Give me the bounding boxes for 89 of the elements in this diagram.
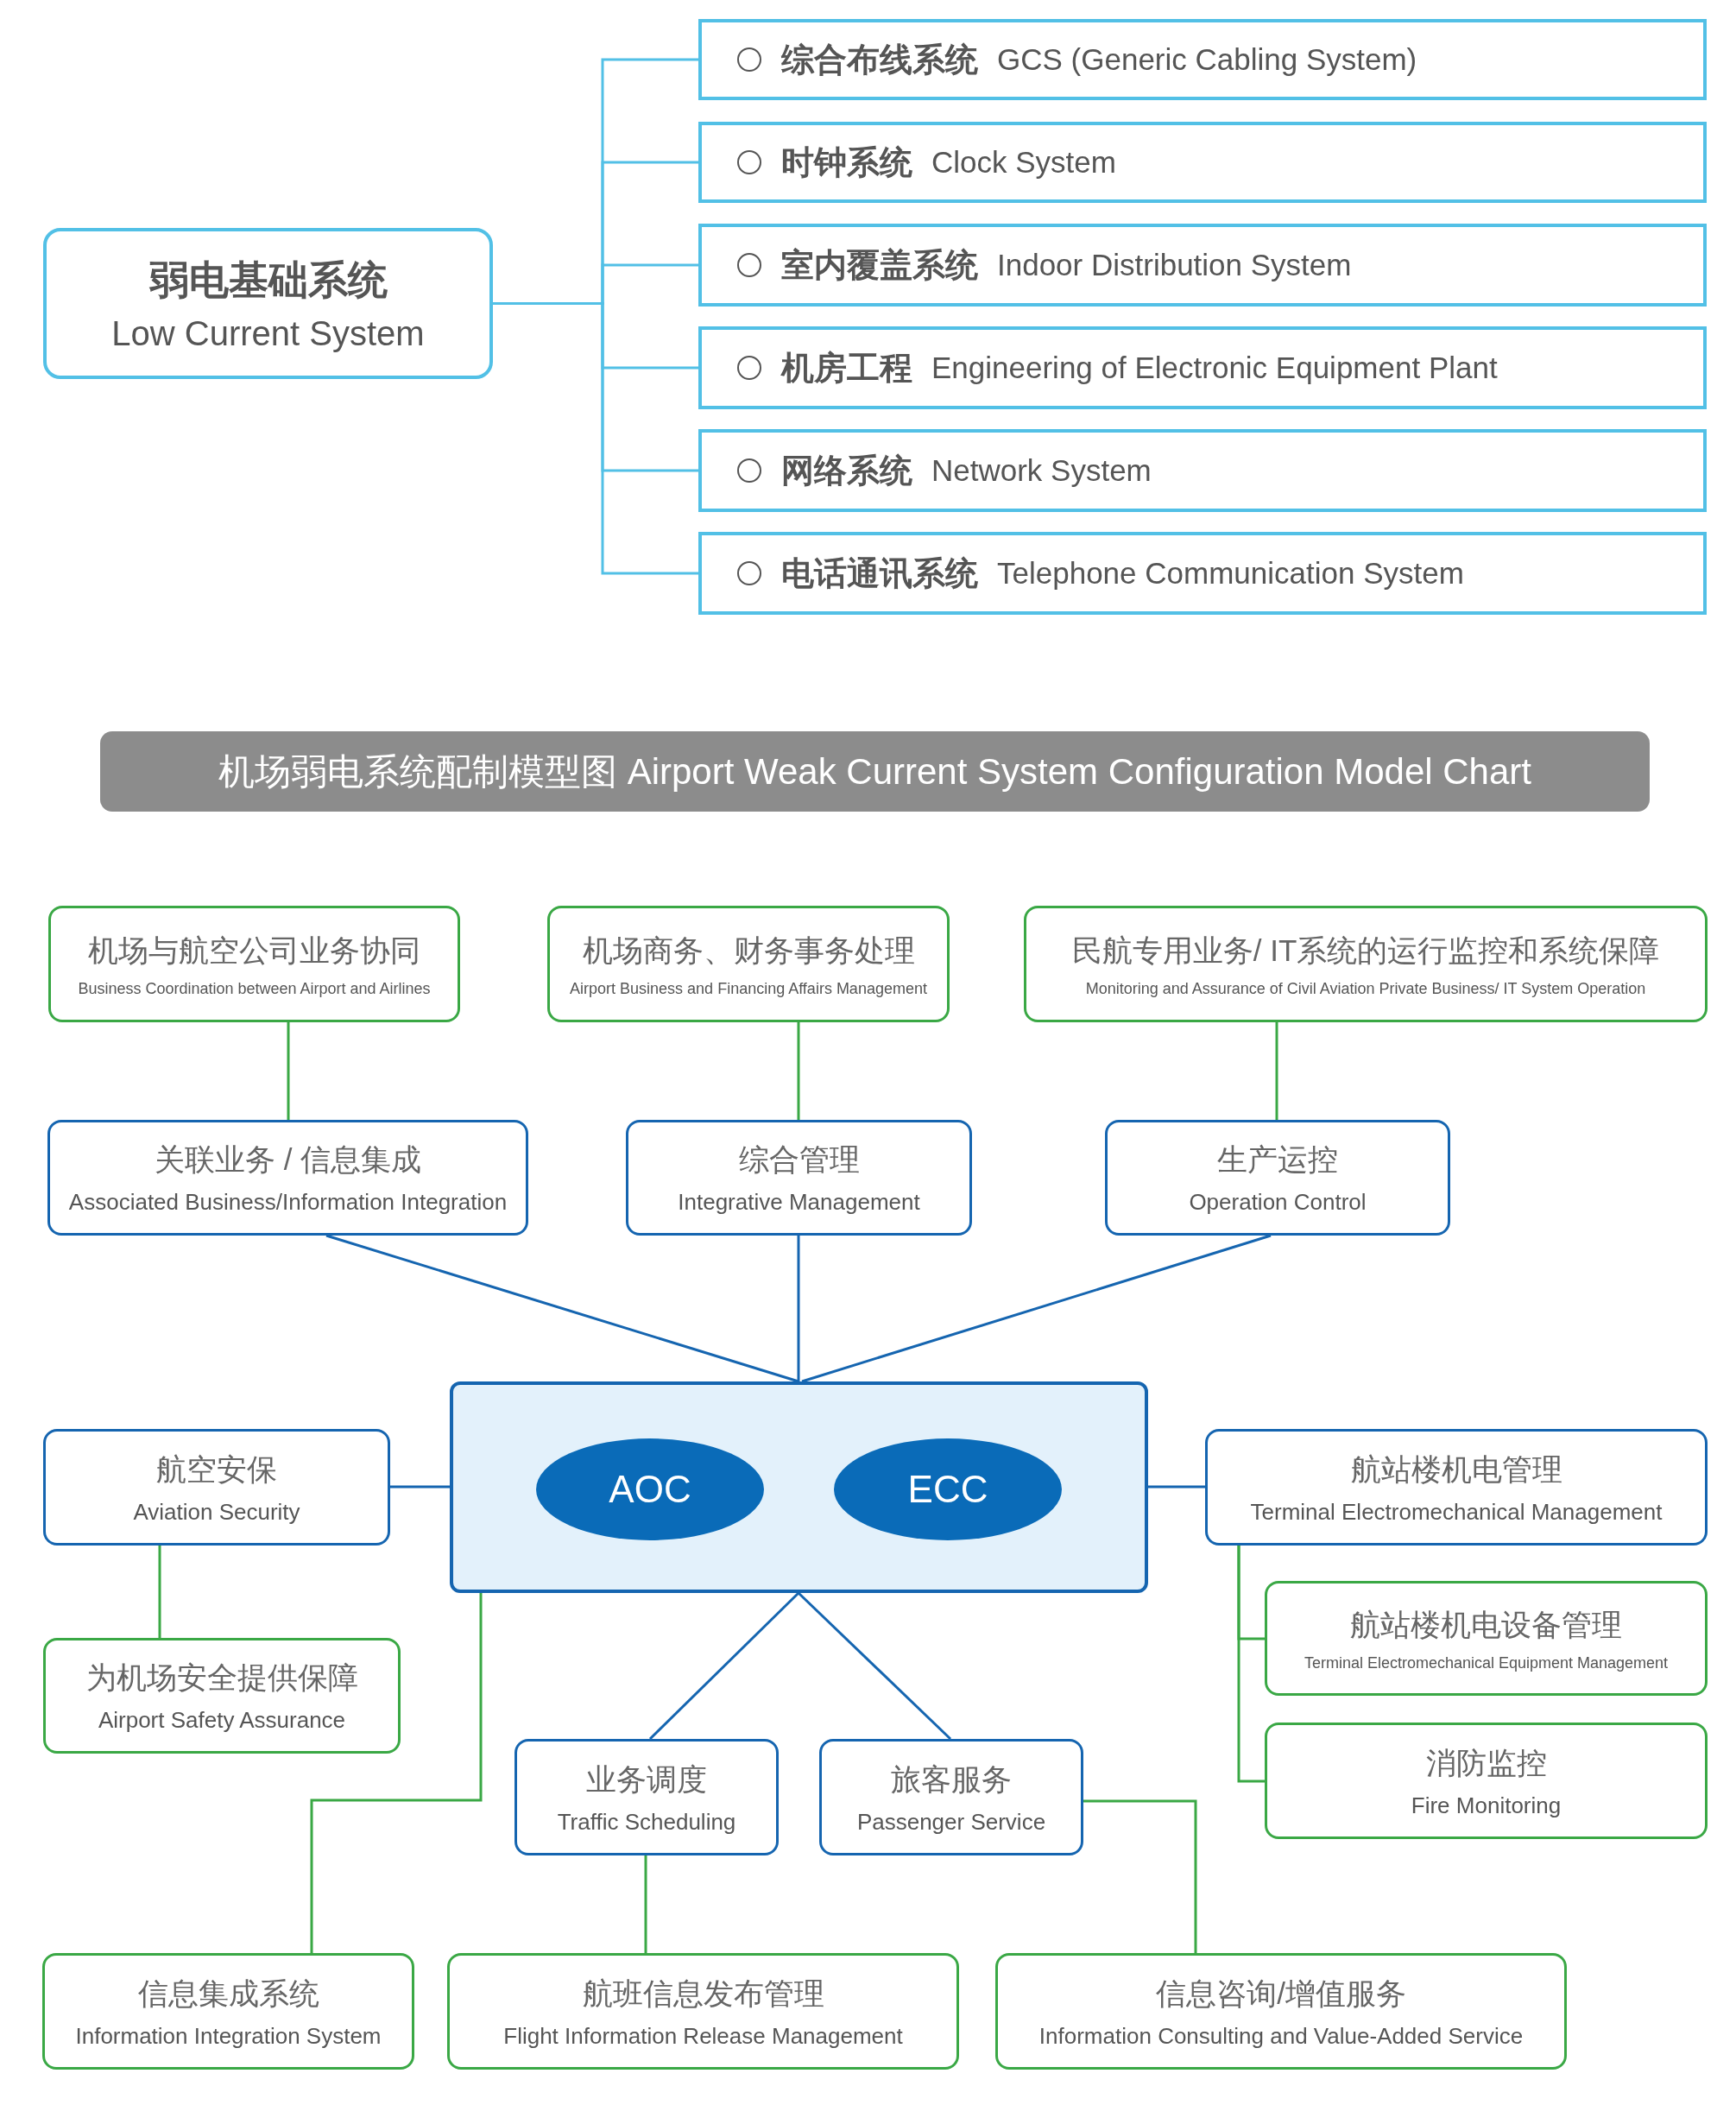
node-subtitle: Telephone Communication System xyxy=(997,556,1464,591)
connector-line xyxy=(1275,1022,1278,1120)
node-subtitle: Engineering of Electronic Equipment Plant xyxy=(931,351,1498,385)
oval-label: ECC xyxy=(907,1468,988,1511)
subsystem-box xyxy=(698,122,1707,203)
connector-line xyxy=(1237,1546,1265,1783)
node-subtitle: Aviation Security xyxy=(133,1498,300,1526)
node-title: 机场商务、财务事务处理 xyxy=(582,932,915,969)
subsystem-box xyxy=(698,19,1707,100)
function-box xyxy=(447,1953,959,2070)
node-subtitle: Clock System xyxy=(931,145,1116,180)
node-title: 生产运控 xyxy=(1217,1141,1338,1178)
node-title: 综合布线系统 xyxy=(781,40,978,79)
node-title: 室内覆盖系统 xyxy=(781,245,978,285)
connector-line xyxy=(797,1022,800,1120)
node-title: 关联业务 / 信息集成 xyxy=(154,1141,422,1178)
system-box xyxy=(43,228,493,379)
center-panel xyxy=(450,1381,1148,1593)
connector-line xyxy=(797,1236,800,1381)
connector-line xyxy=(644,1855,647,1953)
node-title: 电话通讯系统 xyxy=(781,553,978,593)
node-title: 航站楼机电管理 xyxy=(1350,1451,1562,1488)
node-title: 信息集成系统 xyxy=(137,1975,319,2012)
function-box xyxy=(1024,906,1708,1022)
connector-line xyxy=(1148,1485,1205,1489)
node-subtitle: Low Current System xyxy=(111,314,425,353)
node-title: 时钟系统 xyxy=(781,142,912,182)
node-subtitle: Information Consulting and Value-Added Service xyxy=(1038,2022,1524,2050)
function-box xyxy=(43,1638,401,1754)
module-box xyxy=(819,1739,1083,1855)
node-title: 弱电基础系统 xyxy=(148,256,388,304)
node-subtitle: Traffic Scheduling xyxy=(557,1808,736,1836)
node-subtitle: Network System xyxy=(931,453,1152,488)
node-subtitle: Monitoring and Assurance of Civil Aviation Private Business/ IT System Operation xyxy=(1085,979,1646,998)
node-title: 消防监控 xyxy=(1425,1744,1547,1781)
connector-line xyxy=(325,1234,799,1383)
node-subtitle: Information Integration System xyxy=(75,2022,382,2050)
node-subtitle: Fire Monitoring xyxy=(1411,1792,1562,1819)
node-subtitle: Terminal Electromechanical Management xyxy=(1250,1498,1663,1526)
module-box xyxy=(514,1739,779,1855)
connector-line xyxy=(1083,1799,1197,1953)
node-subtitle: Business Coordination between Airport and Airlines xyxy=(78,979,431,998)
connector-line xyxy=(310,1593,483,1953)
connector-line xyxy=(648,1591,800,1741)
node-subtitle: Airport Business and Financing Affairs Management xyxy=(570,979,927,998)
node-title: 机场与航空公司业务协同 xyxy=(88,932,420,969)
node-title: 信息咨询/增值服务 xyxy=(1156,1975,1406,2012)
node-title: 旅客服务 xyxy=(891,1761,1012,1798)
function-box xyxy=(995,1953,1567,2070)
node-subtitle: Passenger Service xyxy=(856,1808,1046,1836)
module-box xyxy=(43,1429,390,1546)
module-box xyxy=(47,1120,528,1236)
node-subtitle: Terminal Electromechanical Equipment Management xyxy=(1304,1653,1669,1672)
node-subtitle: Indoor Distribution System xyxy=(997,248,1352,282)
oval-label: AOC xyxy=(609,1468,691,1511)
subsystem-box xyxy=(698,532,1707,615)
subsystem-box xyxy=(698,429,1707,512)
function-box xyxy=(1265,1581,1708,1696)
node-subtitle: Associated Business/Information Integration xyxy=(68,1189,508,1216)
function-box xyxy=(1265,1723,1708,1839)
connector-line xyxy=(158,1546,161,1638)
node-title: 航站楼机电设备管理 xyxy=(1350,1606,1622,1643)
module-box xyxy=(626,1120,972,1236)
node-title: 网络系统 xyxy=(781,451,912,490)
module-box xyxy=(1105,1120,1450,1236)
subsystem-box xyxy=(698,326,1707,409)
subsystem-box xyxy=(698,224,1707,307)
connector-line xyxy=(390,1485,450,1489)
node-subtitle: Flight Information Release Management xyxy=(503,2022,903,2050)
node-subtitle: Operation Control xyxy=(1189,1189,1367,1216)
node-title: 航空安保 xyxy=(156,1451,277,1488)
node-title: 航班信息发布管理 xyxy=(582,1975,824,2012)
node-subtitle: GCS (Generic Cabling System) xyxy=(997,42,1417,77)
node-subtitle: Airport Safety Assurance xyxy=(98,1707,346,1734)
module-box xyxy=(1205,1429,1708,1546)
function-box xyxy=(547,906,950,1022)
function-box xyxy=(48,906,460,1022)
title-banner: 机场弱电系统配制模型图 Airport Weak Current System Configuration Model Chart xyxy=(100,731,1650,812)
node-subtitle: Integrative Management xyxy=(678,1189,920,1216)
function-box xyxy=(42,1953,414,2070)
node-title: 业务调度 xyxy=(586,1761,707,1798)
connector-line xyxy=(797,1591,952,1741)
node-title: 民航专用业务/ IT系统的运行监控和系统保障 xyxy=(1071,932,1660,969)
node-title: 机房工程 xyxy=(781,348,912,388)
node-title: 为机场安全提供保障 xyxy=(85,1659,358,1696)
connector-line xyxy=(287,1022,290,1120)
connector-line xyxy=(801,1234,1272,1383)
node-title: 综合管理 xyxy=(738,1141,860,1178)
connector-line xyxy=(493,302,698,575)
